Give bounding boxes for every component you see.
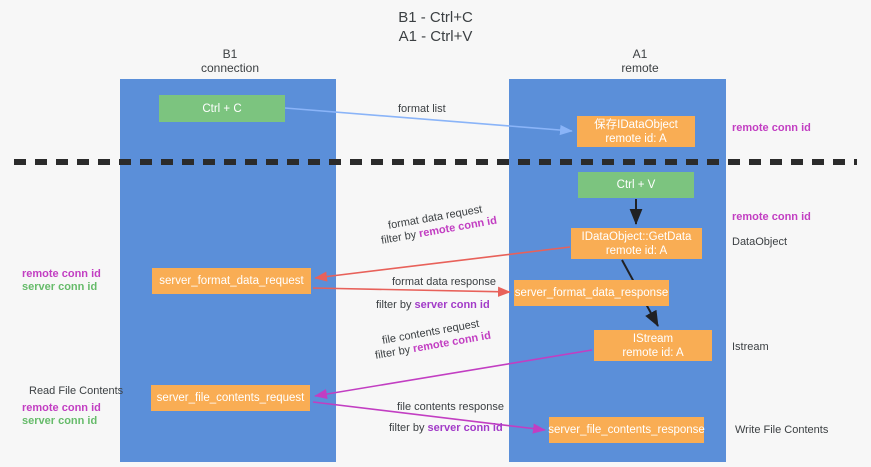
box-server-format-data-response[interactable]: server_format_data_response	[514, 280, 669, 306]
note-left-conn-ids-2: remote conn id server conn id	[22, 402, 101, 428]
lane-header-b1-sub: connection	[200, 61, 260, 75]
box-istream-line2: remote id: A	[622, 346, 684, 359]
caption-format-data-response: format data response	[392, 275, 496, 289]
box-ctrl-c-label: Ctrl + C	[202, 102, 242, 115]
box-server-format-data-response-label: server_format_data_response	[514, 287, 669, 299]
box-idataobject-line2: remote id: A	[605, 132, 667, 145]
lane-header-a1: A1 remote	[550, 47, 730, 75]
note-left-server-conn-id: server conn id	[22, 281, 98, 293]
lane-header-b1-name: B1	[222, 47, 238, 61]
lane-header-b1: B1 connection	[140, 47, 320, 75]
title-line-1: B1 - Ctrl+C	[398, 9, 473, 26]
caption-file-contents-response: file contents response	[397, 400, 504, 414]
note-istream: Istream	[732, 341, 769, 353]
note-left-remote-conn-id-2: remote conn id	[22, 402, 101, 414]
note-left-server-conn-id-2: server conn id	[22, 415, 98, 427]
box-istream[interactable]: IStream remote id: A	[594, 330, 712, 361]
box-ctrl-c[interactable]: Ctrl + C	[159, 95, 285, 122]
note-dataobject: DataObject	[732, 236, 788, 248]
note-write-file-contents: Write File Contents	[735, 424, 829, 436]
caption-filter-prefix-3: filter by	[374, 343, 415, 362]
box-idataobject-line1: 保存IDataObject	[594, 118, 678, 131]
note-remote-conn-id-mid: remote conn id	[732, 211, 811, 223]
caption-format-data-response-text: format data response	[392, 276, 496, 288]
lane-header-a1-name: A1	[632, 47, 648, 61]
box-getdata-line2: remote id: A	[605, 244, 668, 257]
box-server-format-data-request-label: server_format_data_request	[159, 275, 304, 287]
note-remote-conn-id-top: remote conn id	[732, 122, 811, 134]
note-left-remote-conn-id: remote conn id	[22, 268, 101, 280]
caption-file-contents-response-text: file contents response	[397, 401, 505, 413]
lane-header-a1-sub: remote	[621, 61, 659, 75]
caption-filter-prefix: filter by	[380, 228, 421, 247]
box-idataobject[interactable]: 保存IDataObject remote id: A	[577, 116, 695, 147]
caption-filter-prefix-2: filter by	[376, 299, 415, 311]
caption-filter-key-server-conn-id-2: server conn id	[427, 422, 503, 434]
box-istream-line1: IStream	[632, 332, 674, 345]
caption-filter-key-server-conn-id: server conn id	[414, 299, 490, 311]
caption-file-contents-response-filter: filter by server conn id	[389, 421, 503, 435]
box-server-file-contents-request-label: server_file_contents_request	[156, 392, 305, 404]
title-line-2: A1 - Ctrl+V	[398, 28, 473, 45]
caption-filter-prefix-4: filter by	[389, 422, 428, 434]
box-server-file-contents-response-label: server_file_contents_response	[548, 424, 705, 436]
page-title: B1 - Ctrl+C A1 - Ctrl+V	[0, 8, 871, 46]
note-left-conn-ids: remote conn id server conn id	[22, 268, 101, 294]
box-idataobject-getdata[interactable]: IDataObject::GetData remote id: A	[571, 228, 702, 259]
box-server-file-contents-response[interactable]: server_file_contents_response	[548, 417, 705, 443]
note-read-file-contents: Read File Contents	[29, 385, 124, 397]
box-ctrl-v[interactable]: Ctrl + V	[578, 172, 694, 198]
box-server-format-data-request[interactable]: server_format_data_request	[152, 268, 311, 294]
box-ctrl-v-label: Ctrl + V	[616, 179, 656, 191]
caption-format-data-response-filter: filter by server conn id	[376, 298, 490, 312]
caption-format-list-text: format list	[398, 103, 446, 115]
box-getdata-line1: IDataObject::GetData	[581, 230, 692, 243]
box-server-file-contents-request[interactable]: server_file_contents_request	[151, 385, 310, 411]
caption-format-list: format list	[398, 102, 446, 116]
